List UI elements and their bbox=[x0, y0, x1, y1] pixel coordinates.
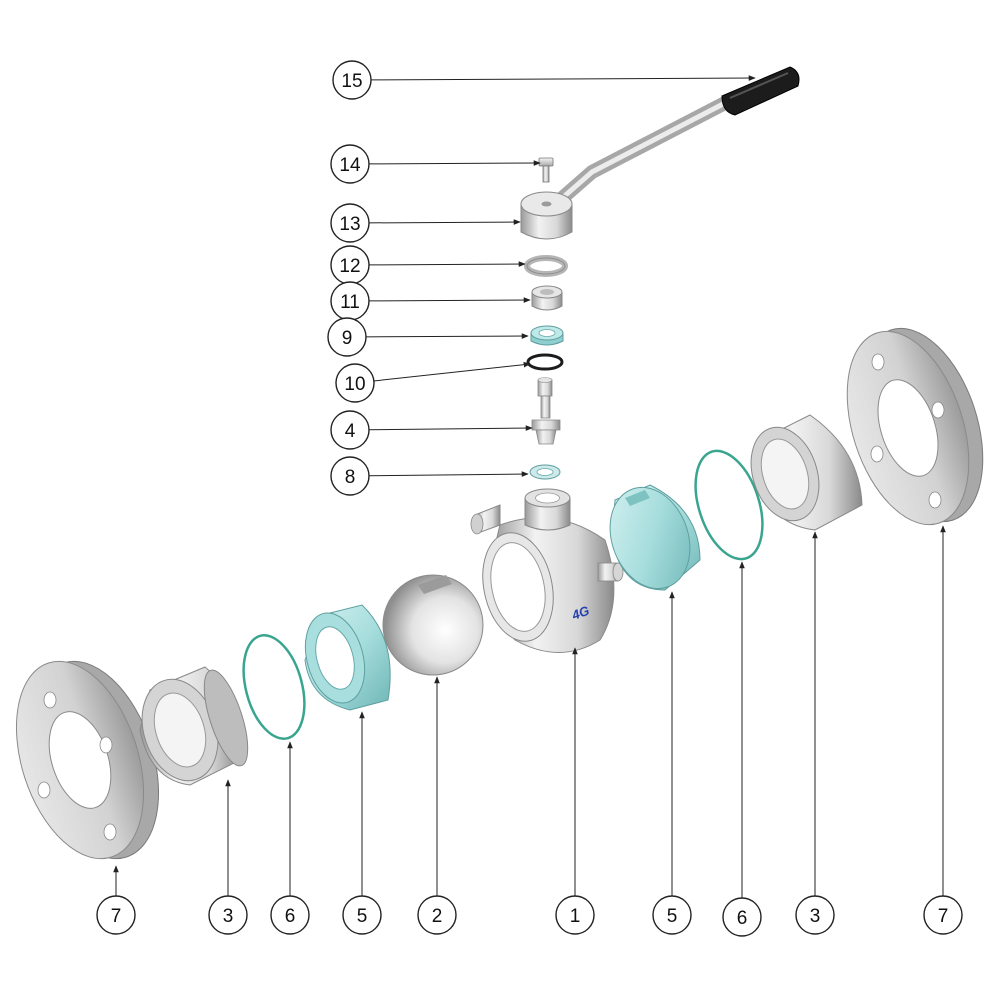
leader-line bbox=[368, 219, 521, 225]
callout-7: 7 bbox=[96, 865, 136, 935]
callout-bubble bbox=[342, 895, 382, 935]
callout-15: 15 bbox=[332, 60, 756, 100]
thrust-washer-part bbox=[529, 464, 561, 480]
callout-11: 11 bbox=[330, 281, 531, 321]
callout-10: 10 bbox=[335, 361, 531, 403]
leader-line bbox=[373, 361, 531, 382]
callout-bubble bbox=[208, 895, 248, 935]
callout-12: 12 bbox=[330, 245, 526, 285]
callout-6: 6 bbox=[722, 561, 762, 937]
leader-line bbox=[365, 333, 529, 339]
callout-label: 8 bbox=[345, 467, 356, 488]
callout-1: 1 bbox=[555, 647, 595, 935]
callout-8: 8 bbox=[330, 456, 529, 496]
callout-7: 7 bbox=[923, 525, 963, 935]
callout-9: 9 bbox=[327, 317, 529, 357]
callout-label: 7 bbox=[111, 906, 122, 927]
flange-right-part bbox=[846, 327, 984, 526]
callout-label: 5 bbox=[357, 906, 368, 927]
end-connector-right-part bbox=[750, 414, 863, 531]
callout-label: 6 bbox=[737, 908, 748, 929]
leader-line bbox=[370, 75, 756, 81]
callout-label: 12 bbox=[339, 256, 360, 277]
callout-bubble bbox=[795, 895, 835, 935]
callout-bubble bbox=[923, 895, 963, 935]
callout-label: 1 bbox=[570, 906, 581, 927]
handle-hub-part bbox=[520, 191, 573, 240]
handle-lever bbox=[553, 66, 800, 207]
callout-bubble bbox=[96, 895, 136, 935]
callout-label: 3 bbox=[223, 906, 234, 927]
valve-body-part: 4G bbox=[470, 488, 624, 653]
callout-label: 3 bbox=[810, 906, 821, 927]
callout-bubble bbox=[330, 144, 370, 184]
callout-bubble bbox=[270, 895, 310, 935]
brand-mark: 4G bbox=[569, 603, 591, 623]
callout-label: 13 bbox=[339, 214, 360, 235]
callout-bubble bbox=[330, 410, 370, 450]
callout-bubble bbox=[330, 456, 370, 496]
callout-label: 6 bbox=[285, 906, 296, 927]
callout-6: 6 bbox=[270, 741, 310, 935]
callout-label: 10 bbox=[344, 374, 365, 395]
callout-2: 2 bbox=[417, 676, 457, 935]
leader-line bbox=[368, 261, 526, 267]
callout-bubble bbox=[722, 897, 762, 937]
callout-5: 5 bbox=[342, 711, 382, 935]
end-connector-left-part bbox=[139, 666, 249, 786]
callout-4: 4 bbox=[330, 410, 533, 450]
callout-label: 5 bbox=[667, 906, 678, 927]
callout-label: 11 bbox=[340, 292, 360, 313]
callout-3: 3 bbox=[795, 531, 835, 935]
leader-line bbox=[368, 297, 531, 303]
seat-left-part bbox=[304, 604, 391, 711]
o-ring-right-part bbox=[694, 449, 764, 561]
callout-bubble bbox=[332, 60, 372, 100]
leader-line bbox=[368, 425, 533, 431]
callout-14: 14 bbox=[330, 144, 541, 184]
o-ring-black-part bbox=[526, 353, 564, 371]
callout-bubble bbox=[335, 363, 375, 403]
callout-label: 7 bbox=[938, 906, 949, 927]
seat-right-part bbox=[609, 484, 701, 591]
washer-seal-part bbox=[530, 325, 564, 346]
nut-part bbox=[531, 285, 563, 311]
bolt-part bbox=[538, 157, 554, 183]
flange-left-part bbox=[15, 660, 160, 860]
callout-label: 2 bbox=[432, 906, 443, 927]
callout-bubble bbox=[652, 895, 692, 935]
handle-grip bbox=[721, 66, 800, 116]
o-ring-left-part bbox=[242, 634, 306, 740]
callout-label: 9 bbox=[342, 328, 353, 349]
callout-5: 5 bbox=[652, 591, 692, 935]
callout-label: 14 bbox=[339, 155, 361, 176]
callout-bubble bbox=[330, 203, 370, 243]
leader-line bbox=[368, 471, 529, 477]
stem-part bbox=[531, 377, 561, 445]
callout-label: 4 bbox=[345, 421, 356, 442]
ball-part bbox=[382, 574, 484, 676]
ring-part bbox=[524, 255, 568, 277]
callout-13: 13 bbox=[330, 203, 521, 243]
callout-bubble bbox=[327, 317, 367, 357]
callout-bubble bbox=[555, 895, 595, 935]
callout-bubble bbox=[417, 895, 457, 935]
leader-line bbox=[368, 160, 541, 166]
callout-3: 3 bbox=[208, 779, 248, 935]
callout-label: 15 bbox=[341, 71, 362, 92]
